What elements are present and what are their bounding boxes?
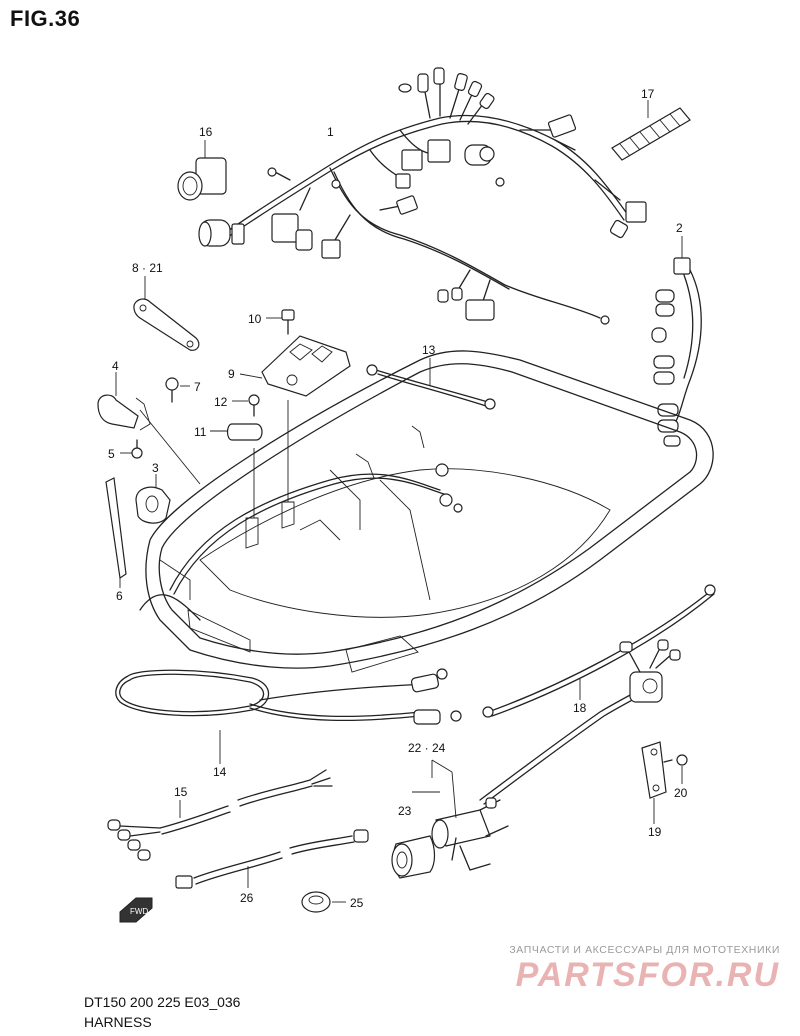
callout-17: 17 — [641, 87, 655, 101]
part-6-band[interactable] — [105, 477, 127, 588]
footer-model-code: DT150 200 225 E03_036 — [84, 994, 241, 1010]
part-8-21-bracket[interactable] — [133, 276, 200, 351]
footer-section-name: HARNESS — [84, 1014, 152, 1030]
callout-20: 20 — [674, 786, 688, 800]
callout-8-21: 8 · 21 — [132, 261, 163, 275]
part-9-holder[interactable] — [239, 335, 351, 397]
part-15-cable[interactable] — [107, 769, 333, 861]
main-wiring-harness[interactable] — [198, 67, 647, 325]
part-7-bolt[interactable] — [165, 377, 190, 403]
fwd-label: FWD — [130, 907, 148, 916]
part-10-bolt[interactable] — [266, 309, 295, 335]
tray-harness — [169, 463, 463, 595]
part-19-bracket[interactable] — [641, 741, 667, 824]
watermark: ЗАПЧАСТИ И АКСЕССУАРЫ ДЛЯ МОТОТЕХНИКИ PA… — [480, 944, 780, 995]
callout-10: 10 — [248, 312, 262, 326]
callout-22-24: 22 · 24 — [408, 741, 446, 755]
figure-title: FIG.36 — [10, 6, 81, 31]
callout-6: 6 — [116, 589, 123, 603]
callout-26: 26 — [240, 891, 254, 905]
part-12-screw[interactable] — [232, 394, 260, 417]
callout-19: 19 — [648, 825, 662, 839]
callout-9: 9 — [228, 367, 235, 381]
callout-2: 2 — [676, 221, 683, 235]
watermark-brand: PARTSFOR.RU — [515, 956, 780, 994]
part-5-screw[interactable] — [120, 439, 143, 459]
watermark-caption: ЗАПЧАСТИ И АКСЕССУАРЫ ДЛЯ МОТОТЕХНИКИ — [509, 944, 780, 956]
callout-3: 3 — [152, 461, 159, 475]
part-4-clip[interactable] — [97, 372, 151, 431]
callout-7: 7 — [194, 380, 201, 394]
callout-11: 11 — [194, 425, 207, 439]
part-23-socket[interactable] — [391, 791, 440, 879]
part-26-cable[interactable] — [175, 829, 369, 889]
callout-1: 1 — [327, 125, 334, 139]
fwd-arrow-icon: FWD — [119, 897, 153, 923]
part-18-extension-harness[interactable] — [479, 584, 716, 805]
part-13-ground-cable[interactable] — [366, 358, 496, 410]
lower-cover — [139, 350, 714, 673]
callout-23: 23 — [398, 804, 412, 818]
callout-13: 13 — [422, 343, 436, 357]
part-2-sub-harness[interactable] — [651, 236, 702, 447]
part-16-socket[interactable] — [177, 140, 227, 201]
callout-25: 25 — [350, 896, 364, 910]
callout-16: 16 — [199, 125, 213, 139]
part-14-battery-cable[interactable] — [115, 594, 462, 764]
callout-12: 12 — [214, 395, 228, 409]
callout-18: 18 — [573, 701, 587, 715]
callout-4: 4 — [112, 359, 119, 373]
part-17-corrugated-tube[interactable] — [611, 100, 691, 161]
callout-15: 15 — [174, 785, 188, 799]
part-25-grommet[interactable] — [301, 891, 346, 913]
callout-14: 14 — [213, 765, 227, 779]
part-20-bolt[interactable] — [663, 754, 688, 784]
part-3-grommet[interactable] — [135, 474, 171, 524]
callout-5: 5 — [108, 447, 115, 461]
part-11-clamp[interactable] — [210, 423, 263, 441]
part-22-24-switch[interactable] — [431, 759, 509, 871]
